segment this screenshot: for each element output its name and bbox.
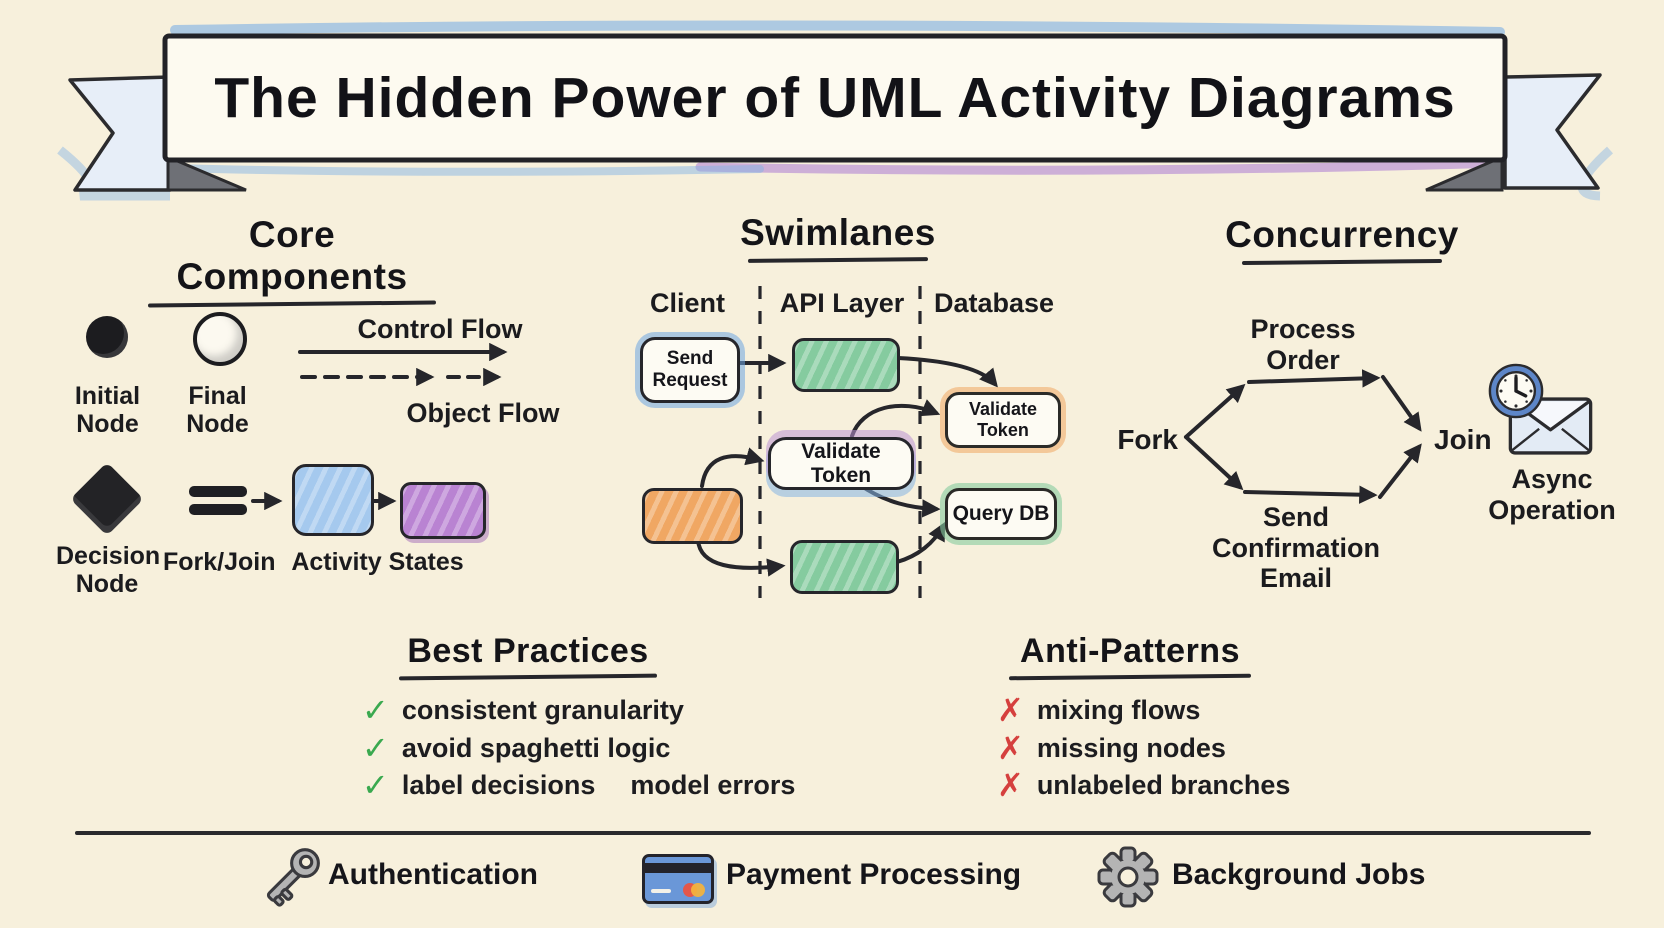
control-flow-label: Control Flow — [357, 314, 523, 344]
fork-join-bar-bottom — [189, 504, 247, 515]
authentication-label: Authentication — [328, 858, 538, 891]
best-practice-text: label decisions — [401, 769, 596, 800]
best-practice-item-2: ✓ avoid spaghetti logic — [362, 732, 670, 764]
best-practices-title: Best Practices — [407, 632, 649, 670]
concurrency-title: Concurrency — [1225, 214, 1459, 255]
arrow-client-to-apibottom — [696, 538, 786, 577]
decision-node-label: Decision Node — [56, 542, 161, 599]
anti-pattern-item-3: ✗ unlabeled branches — [997, 769, 1290, 801]
page-title: The Hidden Power of UML Activity Diagram… — [214, 66, 1456, 130]
best-practice-text: consistent granularity — [401, 694, 684, 725]
key-icon — [266, 848, 320, 907]
anti-pattern-text: unlabeled branches — [1036, 769, 1291, 800]
lane-label-client: Client — [649, 288, 725, 318]
node-send-request: Send Request — [640, 337, 740, 403]
node-query-db: Query DB — [945, 488, 1057, 540]
node-validate-token-db: Validate Token — [945, 392, 1061, 448]
object-flow-label: Object Flow — [406, 398, 560, 428]
anti-pattern-text: mixing flows — [1036, 694, 1201, 725]
swimlanes-title: Swimlanes — [740, 212, 936, 253]
lane-label-api: API Layer — [779, 288, 905, 318]
anti-patterns-underline — [1008, 673, 1252, 681]
join-label: Join — [1434, 424, 1492, 455]
anti-patterns-title: Anti-Patterns — [1020, 632, 1240, 670]
arrow-api-to-validatedb — [896, 356, 998, 388]
section-heading-best-practices: Best Practices — [378, 632, 678, 681]
node-client-orange — [642, 488, 743, 544]
check-icon: ✓ — [362, 691, 389, 729]
final-node-label: Final Node — [186, 382, 249, 439]
branch-top-flow — [1247, 369, 1381, 388]
initial-node-shape — [86, 316, 128, 358]
best-practices-underline — [398, 673, 658, 681]
fork-join-label: Fork/Join — [163, 548, 276, 576]
section-heading-swimlanes: Swimlanes — [688, 212, 988, 263]
ribbon-fold-right — [1425, 154, 1504, 192]
arrow-validateapi-to-validatedb — [850, 399, 941, 438]
join-from-top — [1381, 375, 1422, 432]
background-jobs-label: Background Jobs — [1172, 858, 1426, 891]
decision-node-shape — [70, 462, 144, 536]
join-from-bottom — [1378, 443, 1422, 499]
check-icon: ✓ — [362, 729, 389, 767]
footer-divider — [75, 831, 1591, 835]
ribbon-tail-left — [68, 75, 172, 192]
cross-icon: ✗ — [997, 691, 1024, 729]
branch-bottom-flow — [1243, 485, 1378, 504]
initial-node-label: Initial Node — [74, 382, 141, 439]
activity-state-purple — [400, 482, 486, 539]
cross-icon: ✗ — [997, 766, 1024, 804]
fork-branch-top — [1184, 383, 1246, 439]
activity-states-label: Activity States — [291, 548, 464, 576]
section-heading-concurrency: Concurrency — [1192, 214, 1492, 266]
best-practice-item-3: ✓ label decisions model errors — [362, 769, 795, 801]
node-validate-token-api: Validate Token — [768, 437, 914, 490]
ribbon-tail-right — [1503, 73, 1602, 190]
fork-join-bar-top — [189, 486, 247, 497]
concurrency-underline — [1241, 258, 1443, 266]
anti-pattern-item-1: ✗ mixing flows — [997, 694, 1200, 726]
async-operation-label: Async Operation — [1488, 464, 1616, 525]
arrow-apibottom-to-querydb — [895, 521, 946, 564]
core-components-title: Core Components — [176, 214, 408, 297]
best-practice-item-1: ✓ consistent granularity — [362, 694, 684, 726]
final-node-shape — [193, 312, 247, 366]
card-signature-line — [651, 889, 671, 893]
anti-pattern-text: missing nodes — [1036, 732, 1226, 763]
process-order-label: Process Order — [1250, 314, 1356, 375]
swimlanes-underline — [747, 257, 929, 263]
card-stripe — [645, 863, 711, 873]
anti-pattern-item-2: ✗ missing nodes — [997, 732, 1226, 764]
best-practice-text: avoid spaghetti logic — [401, 732, 671, 763]
send-confirmation-email-label: Send Confirmation Email — [1212, 502, 1380, 593]
check-icon: ✓ — [362, 766, 389, 804]
section-heading-anti-patterns: Anti-Patterns — [980, 632, 1280, 681]
arrow-client-to-validateapi — [700, 447, 765, 488]
core-underline — [147, 300, 437, 308]
card-circle-orange — [691, 883, 705, 897]
fork-branch-bottom — [1184, 435, 1244, 491]
node-api-green-bottom — [790, 540, 899, 594]
section-heading-core: Core Components — [132, 214, 452, 308]
fork-label: Fork — [1117, 424, 1178, 455]
best-practice-text-extra: model errors — [630, 769, 796, 800]
clock-icon — [1488, 363, 1544, 419]
lane-label-database: Database — [933, 288, 1055, 318]
activity-state-blue — [292, 464, 374, 536]
node-api-green-top — [792, 338, 900, 392]
ribbon-fold-left — [166, 154, 247, 192]
payment-processing-label: Payment Processing — [726, 858, 1022, 891]
credit-card-icon — [642, 854, 714, 904]
cross-icon: ✗ — [997, 729, 1024, 767]
gear-icon — [1097, 846, 1159, 908]
